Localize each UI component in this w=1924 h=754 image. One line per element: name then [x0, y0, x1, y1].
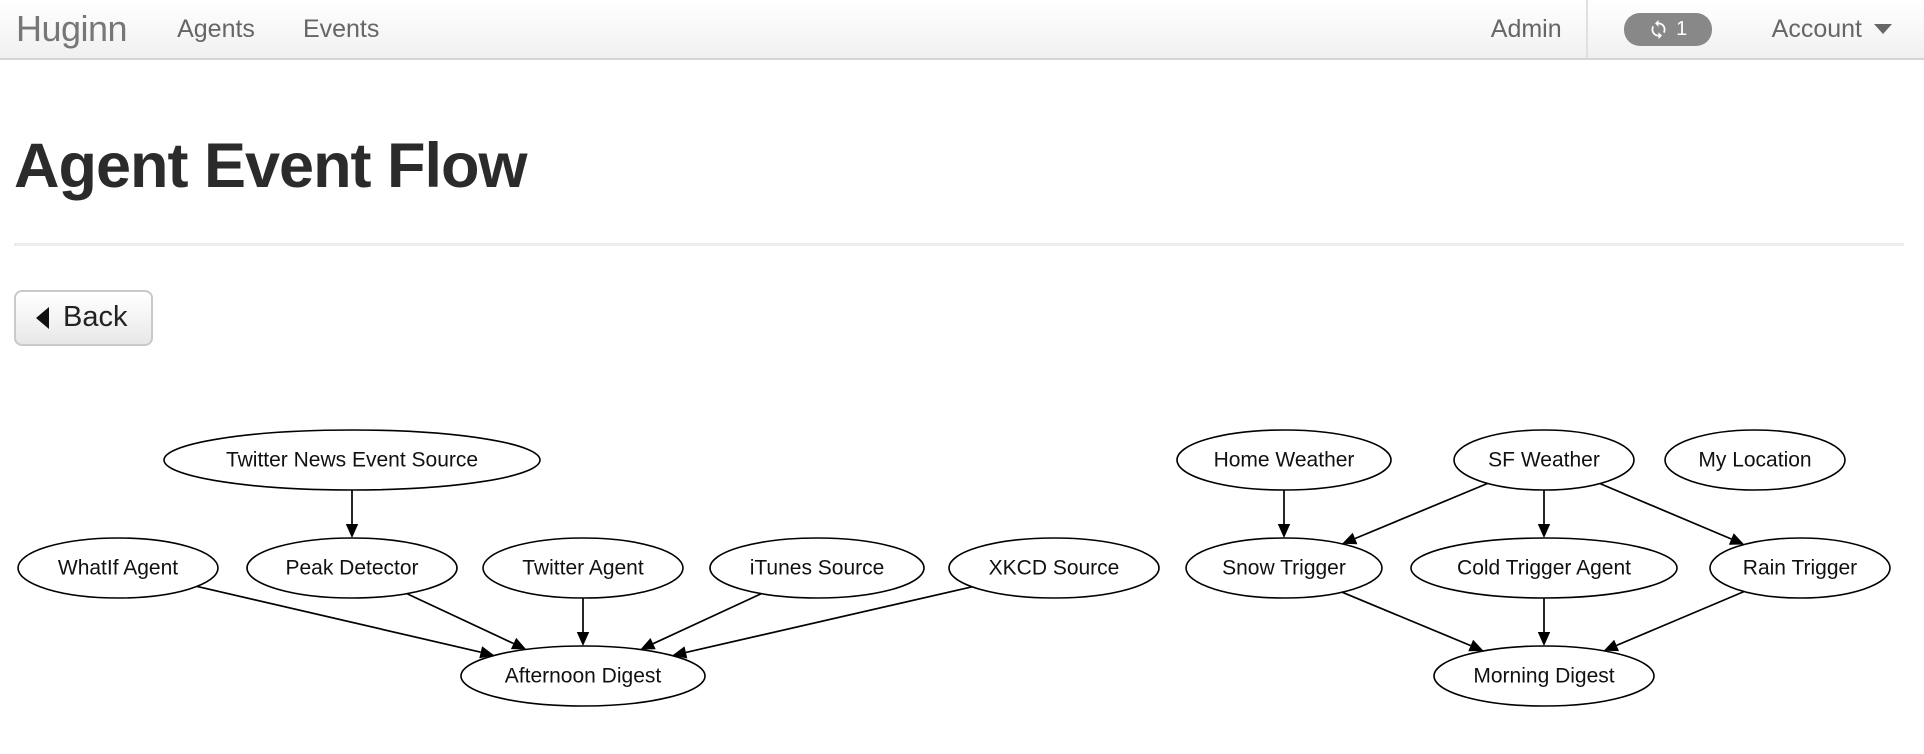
graph-node-snow_trigger[interactable]: Snow Trigger: [1185, 537, 1383, 599]
navbar-right-group: Admin 1 Account: [1467, 0, 1924, 58]
graph-edge: [685, 585, 973, 654]
top-navbar: Huginn Agents Events Admin 1 Account: [0, 0, 1924, 60]
node-shape: [709, 537, 925, 599]
graph-edge-arrowhead: [1603, 639, 1619, 652]
nav-link-admin[interactable]: Admin: [1490, 14, 1562, 43]
graph-node-twitter_news_event_source[interactable]: Twitter News Event Source: [163, 429, 541, 491]
graph-edge-arrowhead: [672, 646, 688, 659]
graph-edge-arrowhead: [1537, 524, 1551, 538]
graph-edge: [1599, 482, 1732, 540]
chevron-down-icon: [1874, 24, 1892, 34]
graph-edge-arrowhead: [1342, 532, 1358, 545]
graph-node-twitter_agent[interactable]: Twitter Agent: [482, 537, 684, 599]
brand-logo-huginn[interactable]: Huginn: [16, 8, 128, 49]
graph-edge-arrowhead: [479, 646, 495, 659]
navbar-spacer: [403, 0, 1466, 58]
graph-edge: [1354, 482, 1489, 540]
node-shape: [460, 645, 706, 707]
back-button-label: Back: [63, 301, 128, 334]
node-shape: [1185, 537, 1383, 599]
node-label: Peak Detector: [285, 557, 418, 580]
node-shape: [163, 429, 541, 491]
graph-node-my_location[interactable]: My Location: [1664, 429, 1846, 491]
graph-edge-arrowhead: [640, 638, 656, 650]
graph-edge: [1616, 590, 1745, 647]
graph-edge: [1341, 591, 1472, 647]
node-label: Morning Digest: [1473, 665, 1614, 688]
navbar-divider: [1585, 0, 1588, 58]
node-shape: [1176, 429, 1392, 491]
node-shape: [948, 537, 1160, 599]
nav-link-agents[interactable]: Agents: [177, 14, 255, 43]
graph-node-sf_weather[interactable]: SF Weather: [1453, 429, 1635, 491]
account-label: Account: [1771, 14, 1862, 43]
node-shape: [1453, 429, 1635, 491]
graph-edge-arrowhead: [1468, 639, 1484, 652]
graph-node-itunes_source[interactable]: iTunes Source: [709, 537, 925, 599]
node-label: Home Weather: [1214, 449, 1355, 472]
worker-status-wrapper[interactable]: 1: [1588, 0, 1748, 58]
node-shape: [1664, 429, 1846, 491]
node-shape: [1410, 537, 1678, 599]
graph-edge-arrowhead: [1728, 533, 1745, 545]
worker-status-count: 1: [1676, 17, 1688, 40]
node-shape: [482, 537, 684, 599]
graph-node-afternoon_digest[interactable]: Afternoon Digest: [460, 645, 706, 707]
chevron-left-icon: [36, 306, 49, 329]
graph-node-home_weather[interactable]: Home Weather: [1176, 429, 1392, 491]
node-label: XKCD Source: [989, 557, 1120, 580]
navbar-left-group: Huginn Agents Events: [0, 0, 403, 58]
graph-node-xkcd_source[interactable]: XKCD Source: [948, 537, 1160, 599]
node-label: Twitter News Event Source: [226, 449, 478, 472]
back-button[interactable]: Back: [14, 290, 154, 347]
graph-node-whatif_agent[interactable]: WhatIf Agent: [17, 537, 219, 599]
node-label: My Location: [1698, 449, 1811, 472]
title-divider: [14, 243, 1904, 247]
worker-status-badge[interactable]: 1: [1623, 12, 1712, 46]
graph-edge: [196, 585, 481, 654]
graph-edge: [652, 592, 762, 645]
graph-edge-arrowhead: [1277, 524, 1291, 538]
page-container: Agent Event Flow Back: [0, 60, 1924, 347]
node-label: iTunes Source: [750, 557, 885, 580]
page-title: Agent Event Flow: [14, 131, 528, 201]
node-shape: [17, 537, 219, 599]
graph-node-rain_trigger[interactable]: Rain Trigger: [1709, 537, 1891, 599]
node-label: Afternoon Digest: [505, 665, 662, 688]
account-dropdown-toggle[interactable]: Account: [1748, 0, 1924, 58]
graph-edge: [406, 592, 514, 645]
node-label: Rain Trigger: [1743, 557, 1857, 580]
sync-icon: [1648, 19, 1669, 40]
graph-edge-arrowhead: [1537, 632, 1551, 646]
graph-edge-arrowhead: [576, 632, 590, 646]
graph-edges: [196, 482, 1745, 659]
graph-node-peak_detector[interactable]: Peak Detector: [246, 537, 458, 599]
graph-node-cold_trigger_agent[interactable]: Cold Trigger Agent: [1410, 537, 1678, 599]
node-label: SF Weather: [1488, 449, 1600, 472]
graph-edge-arrowhead: [510, 637, 527, 650]
node-shape: [1709, 537, 1891, 599]
node-label: Twitter Agent: [522, 557, 644, 580]
node-label: Cold Trigger Agent: [1457, 557, 1631, 580]
node-label: WhatIf Agent: [58, 557, 178, 580]
graph-node-morning_digest[interactable]: Morning Digest: [1433, 645, 1655, 707]
node-shape: [246, 537, 458, 599]
node-label: Snow Trigger: [1222, 557, 1346, 580]
node-shape: [1433, 645, 1655, 707]
graph-edge-arrowhead: [345, 524, 359, 538]
nav-link-events[interactable]: Events: [302, 14, 380, 43]
